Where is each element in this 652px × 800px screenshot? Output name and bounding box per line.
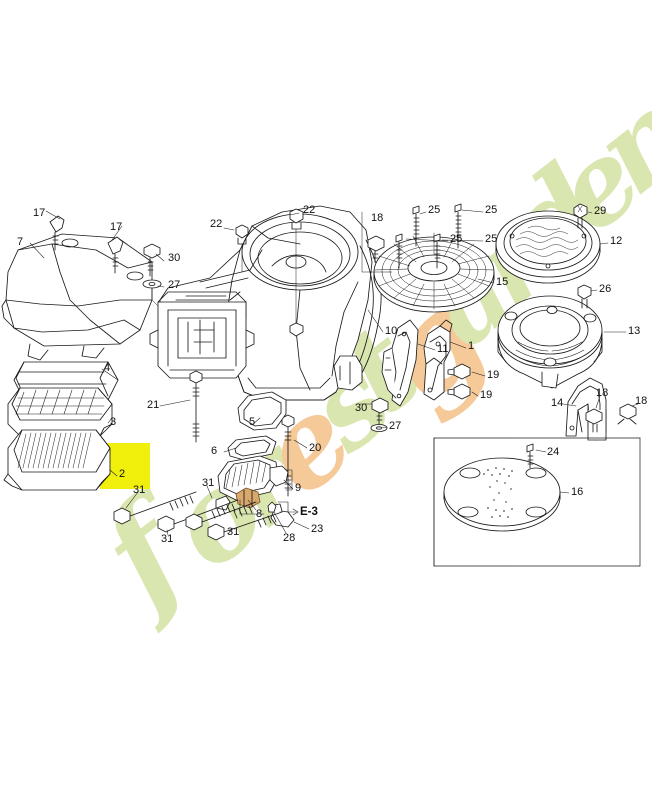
part-cooling-fan [373, 232, 495, 313]
callout-25-d: 25 [485, 233, 498, 245]
callout-29: 29 [594, 205, 607, 217]
callout-25-b: 25 [485, 204, 498, 216]
callout-17-b: 17 [110, 221, 123, 233]
part-recoil-starter-grille [495, 210, 601, 284]
part-carburetor-insulator [215, 455, 295, 528]
callout-18-c: 18 [635, 395, 648, 407]
part-fan-cover-shroud [149, 205, 382, 401]
callout-19-a: 19 [487, 369, 500, 381]
callout-18-b: 18 [596, 387, 609, 399]
callout-9: 9 [295, 482, 302, 494]
callout-6: 6 [211, 445, 218, 457]
callout-1: 1 [468, 340, 475, 352]
part-plate-screw-24 [526, 443, 534, 469]
callout-19-b: 19 [480, 389, 493, 401]
callout-13: 13 [628, 325, 641, 337]
part-stud-bolt-20 [281, 414, 295, 497]
callout-31-c: 31 [161, 533, 174, 545]
part-air-cleaner-cover [1, 233, 153, 361]
callout-7: 7 [17, 236, 24, 248]
callout-4: 4 [104, 362, 111, 374]
part-long-flange-bolts [113, 491, 283, 541]
part-fan-screws-25 [395, 203, 462, 269]
leader-lines [29, 209, 639, 567]
callout-17-a: 17 [33, 207, 46, 219]
part-bolts-19 [447, 363, 471, 400]
part-bolt-30-lower [370, 397, 389, 432]
part-air-cleaner-element [3, 429, 111, 491]
part-flange-nuts-22 [235, 208, 304, 337]
callout-16: 16 [571, 486, 584, 498]
callout-22-a: 22 [210, 218, 223, 230]
callout-14: 14 [551, 397, 564, 409]
callout-24: 24 [547, 446, 560, 458]
part-cover-knob-screws [49, 215, 124, 274]
part-stud-bolt-21 [189, 370, 203, 443]
callout-31-b: 31 [202, 477, 215, 489]
callout-10: 10 [385, 325, 398, 337]
part-shroud-bracket-11 [381, 319, 419, 407]
callout-5: 5 [249, 416, 256, 428]
callout-23: 23 [311, 523, 324, 535]
callout-21: 21 [147, 399, 160, 411]
callout-22-b: 22 [303, 204, 316, 216]
callout-18-a: 18 [371, 212, 384, 224]
callout-26: 26 [599, 283, 612, 295]
callout-25-a: 25 [428, 204, 441, 216]
part-bolt-26 [577, 284, 592, 309]
part-air-cleaner-frame [7, 387, 113, 437]
cross-reference-e3: E-3 [300, 506, 318, 518]
callout-30-b: 30 [355, 402, 368, 414]
callout-25-c: 25 [450, 233, 463, 245]
part-insulator-gasket-6 [227, 435, 277, 461]
callout-27-b: 27 [389, 420, 402, 432]
callout-20: 20 [309, 442, 322, 454]
callout-31-a: 31 [133, 484, 146, 496]
callout-15: 15 [496, 276, 509, 288]
callout-12: 12 [610, 235, 623, 247]
callout-8: 8 [256, 508, 263, 520]
callout-27-a: 27 [168, 279, 181, 291]
callout-31-d: 31 [227, 526, 240, 538]
part-bolts-18-right [585, 403, 637, 433]
part-recoil-starter-case [497, 295, 603, 389]
part-grille-screw-29 [573, 203, 588, 229]
part-bolt-30-upper [142, 243, 162, 307]
callout-2: 2 [119, 468, 126, 480]
callout-11: 11 [437, 343, 449, 355]
part-control-bracket-1 [423, 319, 453, 401]
part-intake-gasket [237, 391, 287, 431]
part-engine-base-plate-16 [443, 457, 561, 532]
callout-3: 3 [110, 416, 117, 428]
callout-30-a: 30 [168, 252, 181, 264]
part-bolt-18-boxed [361, 211, 393, 273]
callout-28: 28 [283, 532, 296, 544]
